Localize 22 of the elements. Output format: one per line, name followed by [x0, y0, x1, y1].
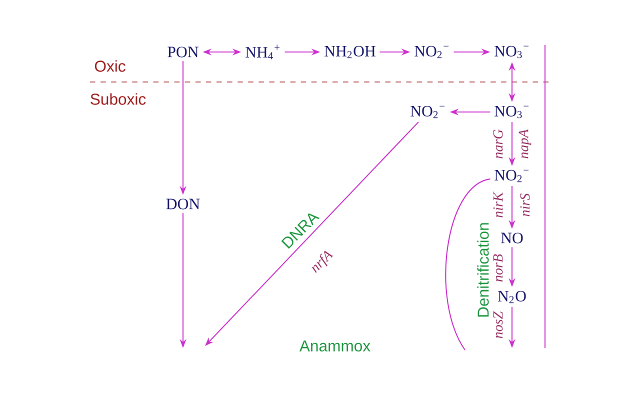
species-label: NO$_{2}$− — [494, 170, 528, 182]
zone-label: Suboxic — [90, 93, 146, 105]
gene-label: narG — [493, 129, 503, 158]
gene-label: nirS — [520, 194, 530, 216]
species-label: PON — [168, 46, 198, 58]
species-label: N$_{2}$O — [498, 290, 526, 304]
species-label: NH$_{2}$OH — [324, 46, 376, 58]
species-label: NO$_{2}$− — [414, 46, 448, 58]
gene-label: norB — [493, 254, 503, 282]
zone-label: Oxic — [94, 60, 126, 72]
species-label: NO$_{2}$− — [410, 106, 444, 118]
species-label: NO$_{3}$− — [494, 46, 528, 58]
gene-label: nirK — [493, 192, 503, 218]
gene-label: nrfA — [312, 250, 334, 273]
species-label: NO$_{3}$− — [494, 106, 528, 118]
species-label: NH$_{4}$+ — [246, 44, 280, 60]
gene-label: nosZ — [493, 311, 503, 338]
process-label: Anammox — [299, 340, 370, 352]
process-label: Denitrification — [477, 223, 489, 317]
gene-label: napA — [518, 129, 532, 158]
species-label: DON — [166, 198, 200, 210]
species-label: NO — [501, 232, 523, 244]
